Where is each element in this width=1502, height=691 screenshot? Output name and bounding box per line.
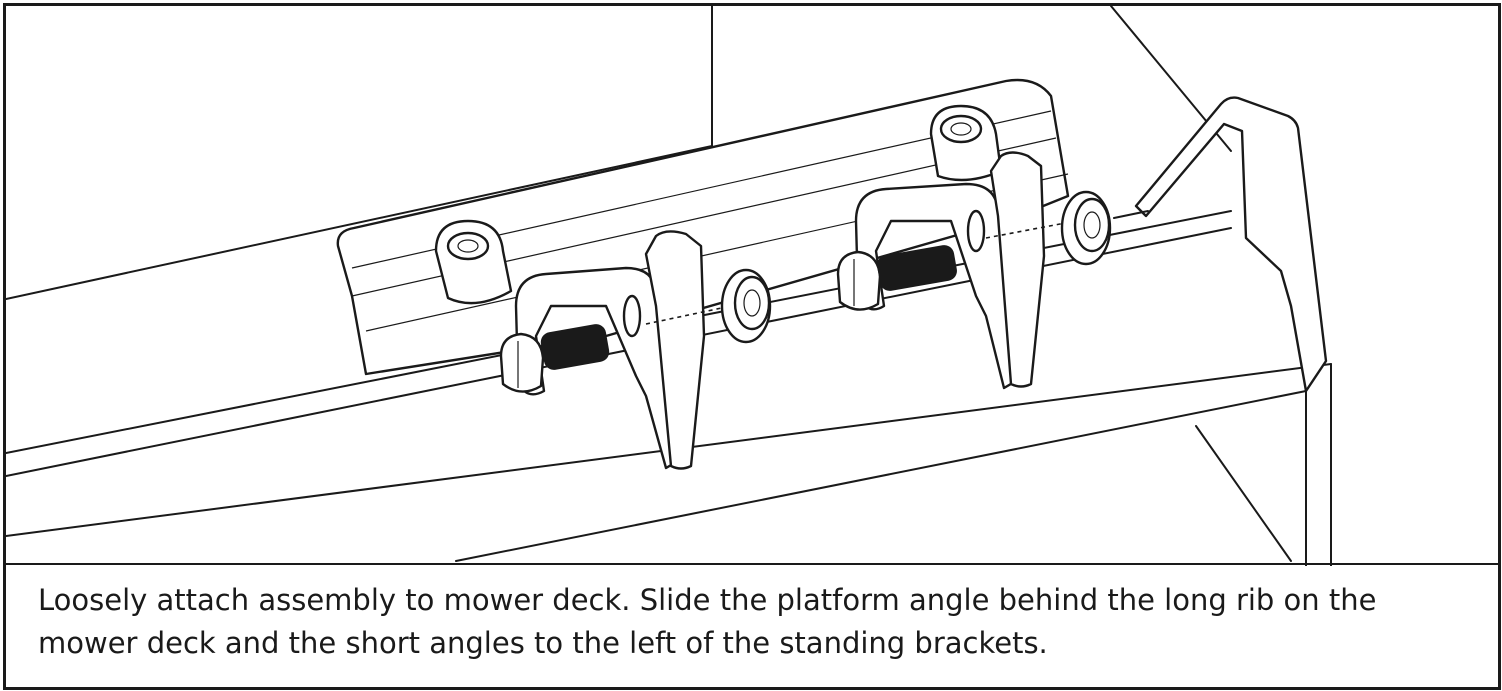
assembly-illustration	[6, 6, 1498, 566]
standing-bracket	[1134, 96, 1328, 393]
instruction-caption: Loosely attach assembly to mower deck. S…	[38, 579, 1478, 665]
bolt-right	[836, 245, 957, 311]
flange-nut-left	[720, 268, 772, 344]
bolt-path-left	[645, 305, 732, 325]
clamp-bracket-left	[514, 230, 706, 470]
flange-nut-right	[1060, 190, 1112, 266]
figure-frame: Loosely attach assembly to mower deck. S…	[3, 3, 1501, 690]
caption-line-2: mower deck and the short angles to the l…	[38, 626, 1048, 660]
clamp-bracket-right	[854, 151, 1046, 390]
bolt-left	[499, 324, 610, 393]
platform-ear-left	[434, 219, 513, 305]
caption-line-1: Loosely attach assembly to mower deck. S…	[38, 583, 1377, 617]
platform-ear-right	[929, 104, 1003, 182]
